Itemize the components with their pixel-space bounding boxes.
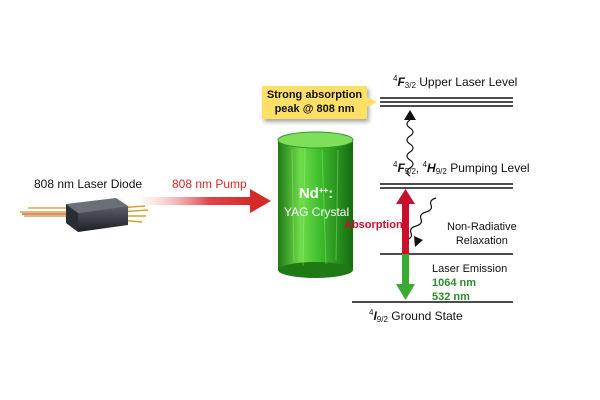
- pumping-level-label: 4F5/2, 4H9/2 Pumping Level: [393, 160, 530, 176]
- pumping-level-lines: [380, 183, 513, 189]
- wavy-arrow-down-icon: [405, 197, 437, 247]
- pump-beam-arrow: [143, 189, 271, 213]
- laser-diode-label: 808 nm Laser Diode: [34, 177, 143, 191]
- laser-emission-label: Laser Emission 1064 nm 532 nm: [432, 263, 508, 303]
- laser-diode-icon: [20, 198, 149, 232]
- absorption-arrow: [396, 189, 415, 254]
- absorption-label: Absorption: [344, 219, 403, 231]
- callout-box: [262, 86, 377, 119]
- emission-arrow: [396, 254, 415, 300]
- ground-state-label: 4I9/2 Ground State: [369, 308, 463, 324]
- upper-laser-level-lines: [380, 97, 513, 107]
- crystal-label: Nd++: YAG Crystal: [284, 185, 350, 219]
- pump-label: 808 nm Pump: [172, 177, 247, 191]
- nd-yag-crystal-icon: [277, 131, 354, 278]
- upper-laser-level-label: 4F3/2 Upper Laser Level: [393, 74, 518, 90]
- wavy-arrow-up-icon: [404, 110, 416, 177]
